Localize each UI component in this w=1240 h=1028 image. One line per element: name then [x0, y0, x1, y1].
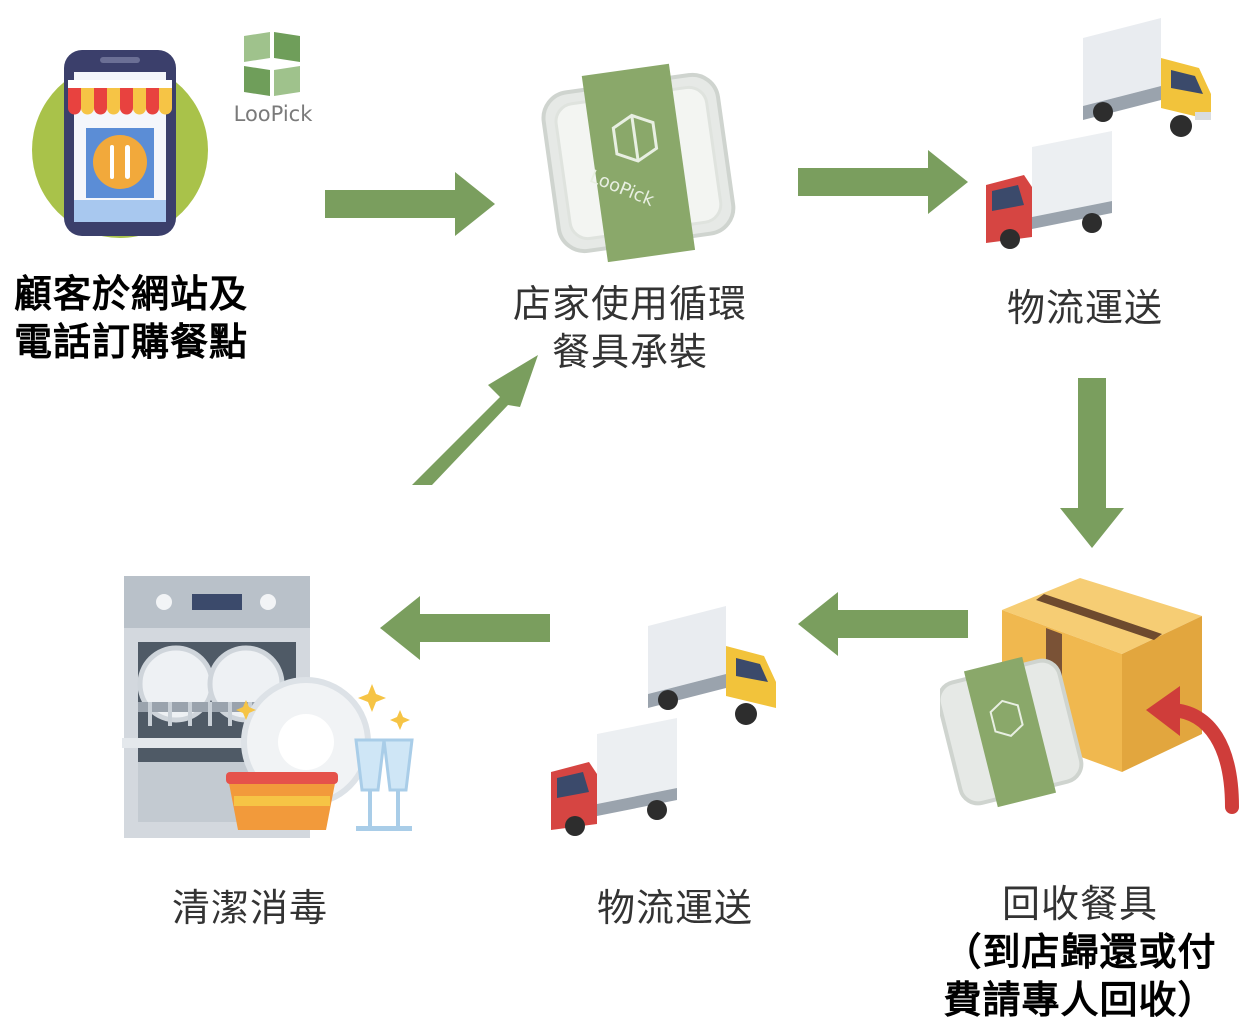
loopick-logo-icon [244, 32, 300, 96]
return-box-icon [940, 578, 1239, 814]
collect-line-2: （到店歸還或付 [943, 930, 1217, 974]
step-ship2-label: 物流運送 [596, 886, 753, 930]
arrow-ship-to-collect [1060, 378, 1124, 548]
step-pack-label: 店家使用循環 餐具承裝 [512, 282, 747, 374]
step-clean-label: 清潔消毒 [171, 886, 328, 930]
arrow-order-to-pack [325, 172, 495, 236]
step-ship1-label: 物流運送 [1006, 286, 1163, 330]
arrow-pack-to-ship [798, 150, 968, 214]
delivery-truck-yellow-icon [1083, 18, 1211, 137]
collect-line-1: 回收餐具 [1001, 882, 1158, 926]
step-order-label: 顧客於網站及 電話訂購餐點 [14, 272, 249, 364]
arrow-collect-to-ship [798, 592, 968, 656]
delivery-truck-red-icon [551, 718, 677, 836]
arrow-ship-to-clean [380, 596, 550, 660]
delivery-truck-red-icon [986, 131, 1112, 249]
mobile-shop-icon [32, 50, 208, 238]
collect-line-3: 費請專人回收） [943, 978, 1217, 1022]
dishwasher-icon [122, 576, 414, 838]
step-collect-label: 回收餐具 （到店歸還或付 費請專人回收） [930, 880, 1230, 1024]
reusable-container-icon [541, 63, 736, 263]
loopick-logo-text: LooPick [233, 102, 313, 126]
arrow-clean-to-pack [412, 355, 538, 485]
delivery-truck-yellow-icon [648, 606, 776, 725]
